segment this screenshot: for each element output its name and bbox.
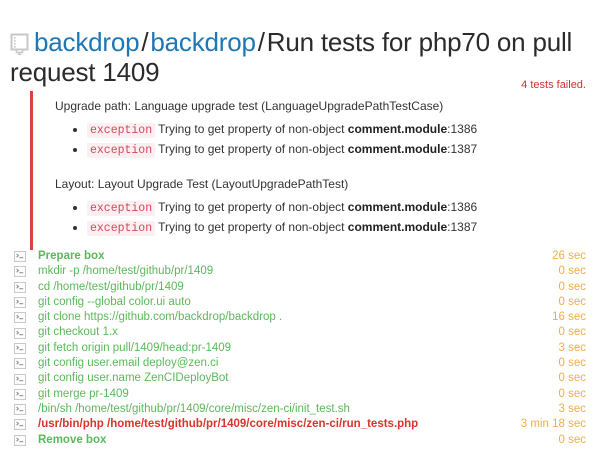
command-log-row[interactable]: git config --global color.ui auto 0 sec xyxy=(10,295,590,310)
repo-book-icon xyxy=(10,31,29,56)
command-text[interactable]: Prepare box xyxy=(38,250,105,262)
breadcrumb-repo-link[interactable]: backdrop xyxy=(150,27,256,58)
command-duration: 0 sec xyxy=(558,295,587,308)
command-text[interactable]: git clone https://github.com/backdrop/ba… xyxy=(38,311,283,324)
terminal-icon xyxy=(14,312,26,324)
failure-line: :1386 xyxy=(447,122,478,136)
command-text[interactable]: mkdir -p /home/test/github/pr/1409 xyxy=(38,265,214,278)
failure-message: Trying to get property of non-object xyxy=(158,142,345,156)
terminal-icon xyxy=(14,266,26,278)
terminal-icon xyxy=(14,419,26,431)
test-failures-panel: Upgrade path: Language upgrade test (Lan… xyxy=(30,91,570,250)
terminal-icon xyxy=(14,373,26,385)
exception-badge: exception xyxy=(87,201,156,216)
command-text[interactable]: git config user.name ZenCIDeployBot xyxy=(38,372,229,385)
page-title: backdrop/backdrop/Run tests for php70 on… xyxy=(10,27,588,87)
command-log-row[interactable]: git config user.name ZenCIDeployBot 0 sec xyxy=(10,371,590,386)
command-duration: 0 sec xyxy=(558,265,587,278)
failure-group-title: Layout: Layout Upgrade Test (LayoutUpgra… xyxy=(55,177,349,191)
command-log-row[interactable]: /bin/sh /home/test/github/pr/1409/core/m… xyxy=(10,402,590,417)
terminal-icon xyxy=(14,342,26,354)
command-text[interactable]: git fetch origin pull/1409/head:pr-1409 xyxy=(38,341,232,354)
tests-failed-note: 4 tests failed. xyxy=(521,79,586,91)
terminal-icon xyxy=(14,404,26,416)
command-text[interactable]: Remove box xyxy=(38,433,107,446)
exception-badge: exception xyxy=(87,123,156,138)
command-log-row[interactable]: mkdir -p /home/test/github/pr/1409 0 sec xyxy=(10,264,590,279)
page-header: backdrop/backdrop/Run tests for php70 on… xyxy=(0,0,600,87)
command-duration: 0 sec xyxy=(558,280,587,293)
command-duration: 0 sec xyxy=(558,357,587,370)
job-title: Run tests for php70 on pull request 1409 xyxy=(10,27,573,88)
failure-file: comment.module xyxy=(347,200,448,214)
terminal-icon xyxy=(14,434,26,446)
command-duration: 3 min 18 sec xyxy=(520,418,586,431)
command-text[interactable]: git config user.email deploy@zen.ci xyxy=(38,357,219,370)
command-duration: 0 sec xyxy=(558,326,587,339)
exception-badge: exception xyxy=(87,143,156,158)
terminal-icon xyxy=(14,358,26,370)
failure-group-title: Upgrade path: Language upgrade test (Lan… xyxy=(55,99,444,113)
failure-message: Trying to get property of non-object xyxy=(158,122,345,136)
command-duration: 3 sec xyxy=(558,341,587,354)
failure-group: Upgrade path: Language upgrade test (Lan… xyxy=(55,98,570,160)
command-log-row[interactable]: /usr/bin/php /home/test/github/pr/1409/c… xyxy=(10,417,590,432)
failure-group: Layout: Layout Upgrade Test (LayoutUpgra… xyxy=(55,176,570,238)
command-text[interactable]: /usr/bin/php /home/test/github/pr/1409/c… xyxy=(38,418,419,431)
command-log-row[interactable]: Remove box 0 sec xyxy=(10,433,590,448)
exception-badge: exception xyxy=(87,221,156,236)
failure-file: comment.module xyxy=(347,220,448,234)
command-text[interactable]: /bin/sh /home/test/github/pr/1409/core/m… xyxy=(38,402,350,415)
command-duration: 3 sec xyxy=(558,402,587,415)
command-duration: 0 sec xyxy=(558,372,587,385)
terminal-icon xyxy=(14,297,26,309)
breadcrumb-separator-2: / xyxy=(257,27,265,58)
terminal-icon xyxy=(14,251,26,263)
command-text[interactable]: git checkout 1.x xyxy=(38,326,118,339)
terminal-icon xyxy=(14,281,26,293)
failure-message: Trying to get property of non-object xyxy=(158,220,345,234)
failure-file: comment.module xyxy=(347,122,448,136)
command-log-row[interactable]: git merge pr-1409 0 sec xyxy=(10,387,590,402)
failure-message: Trying to get property of non-object xyxy=(158,200,345,214)
breadcrumb-separator-1: / xyxy=(141,27,149,58)
command-text[interactable]: cd /home/test/github/pr/1409 xyxy=(38,280,184,293)
command-log-row[interactable]: Prepare box 26 sec xyxy=(10,249,590,264)
command-log-row[interactable]: git fetch origin pull/1409/head:pr-1409 3… xyxy=(10,341,590,356)
command-duration: 26 sec xyxy=(552,250,586,262)
command-duration: 0 sec xyxy=(558,387,587,400)
command-log-row[interactable]: git clone https://github.com/backdrop/ba… xyxy=(10,310,590,325)
command-log-row[interactable]: git config user.email deploy@zen.ci 0 sec xyxy=(10,356,590,371)
failure-line: :1386 xyxy=(447,200,478,214)
command-text[interactable]: git config --global color.ui auto xyxy=(38,295,191,308)
command-duration: 16 sec xyxy=(552,311,586,324)
failure-file: comment.module xyxy=(347,142,448,156)
terminal-icon xyxy=(14,388,26,400)
failure-line: :1387 xyxy=(447,142,478,156)
command-log-list: Prepare box 26 sec mkdir -p /home/test/git… xyxy=(10,249,590,448)
command-duration: 0 sec xyxy=(558,433,587,446)
failure-line: :1387 xyxy=(447,220,478,234)
command-text[interactable]: git merge pr-1409 xyxy=(38,387,129,400)
command-log-row[interactable]: cd /home/test/github/pr/1409 0 sec xyxy=(10,280,590,295)
breadcrumb-owner-link[interactable]: backdrop xyxy=(34,27,140,58)
terminal-icon xyxy=(14,327,26,339)
command-log-row[interactable]: git checkout 1.x 0 sec xyxy=(10,325,590,340)
